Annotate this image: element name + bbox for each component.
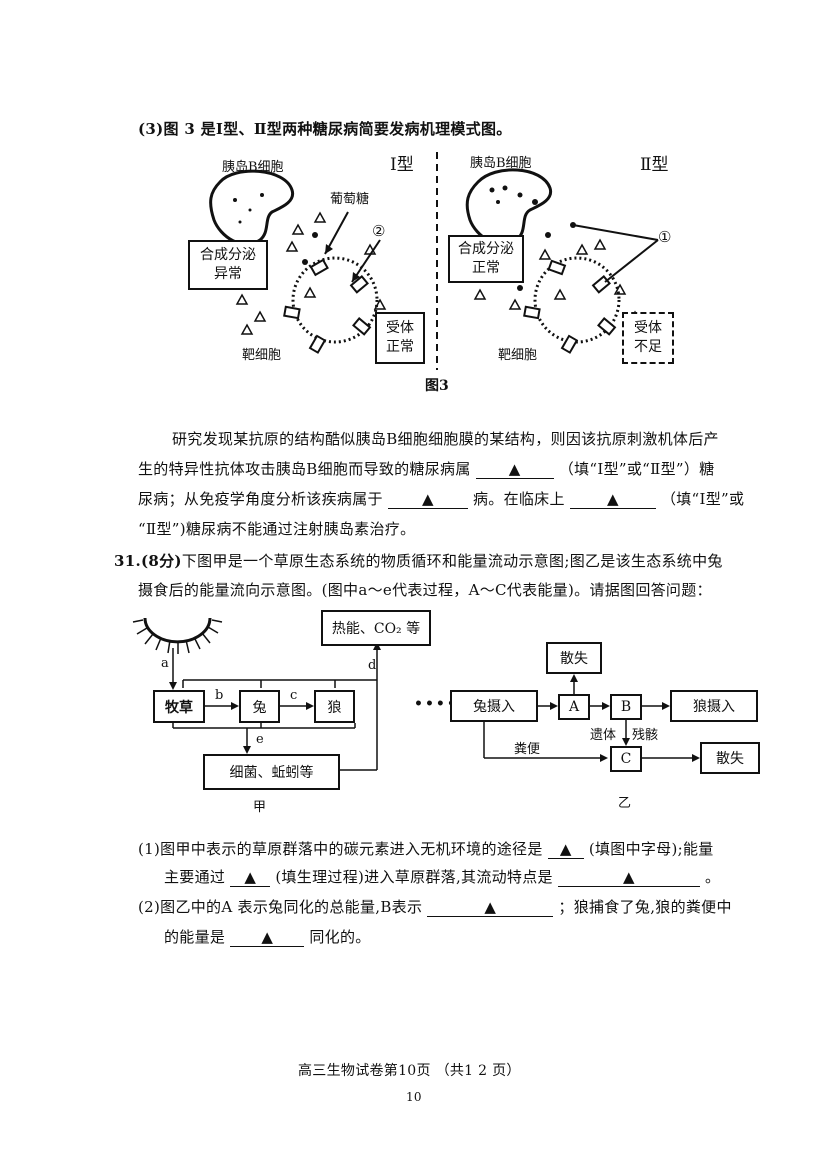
q31-sub1-text-c: 主要通过 xyxy=(164,868,226,886)
type1-secretion-box: 合成分泌 异常 xyxy=(188,240,268,290)
type1-title: Ⅰ型 xyxy=(390,155,414,175)
q31-blank-1[interactable]: ▲ xyxy=(547,840,584,859)
figure-3-caption: 图3 xyxy=(425,378,449,394)
q31-sub1-text-d: (填生理过程)进入草原群落,其流动特点是 xyxy=(275,868,553,886)
q31-sub1-line1: (1)图甲中表示的草原群落中的碳元素进入无机环境的途径是 ▲ (填图中字母);能… xyxy=(138,838,714,859)
q30-para-line2-text-b: （填“Ⅰ型”或“Ⅱ型”）糖 xyxy=(558,460,715,478)
box-B: B xyxy=(610,694,642,720)
figure-jia: 热能、CO₂ 等 牧草 兔 狼 细菌、蚯蚓等 a b c d e 甲 xyxy=(125,600,445,815)
glucose-label: 葡萄糖 xyxy=(330,192,370,207)
label-d: d xyxy=(368,658,377,673)
type2-receptor-line2: 不足 xyxy=(634,339,662,355)
type1-receptor-line1: 受体 xyxy=(386,320,414,336)
type1-circle-mark: ② xyxy=(372,222,386,240)
wolf-box: 狼 xyxy=(314,690,355,723)
grass-box: 牧草 xyxy=(153,690,205,723)
type1-secretion-line1: 合成分泌 xyxy=(200,247,256,263)
label-c: c xyxy=(290,688,298,703)
box-C: C xyxy=(610,746,642,772)
type2-secretion-line1: 合成分泌 xyxy=(458,241,514,257)
yi-dots: •••• xyxy=(414,696,458,712)
type2-receptor-line1: 受体 xyxy=(634,320,662,336)
q31-sub1-text-b: (填图中字母);能量 xyxy=(588,840,714,858)
q30-para-line3-text-c: （填“Ⅰ型”或 xyxy=(660,490,745,508)
type2-secretion-box: 合成分泌 正常 xyxy=(448,235,524,283)
decomposer-box: 细菌、蚯蚓等 xyxy=(203,754,340,790)
q30-para-line3-text-b: 病。在临床上 xyxy=(472,490,565,508)
q31-sub2-line2: 的能量是 ▲ 同化的。 xyxy=(164,926,371,947)
q30-para-line3-text-a: 尿病；从免疫学角度分析该疾病属于 xyxy=(138,490,383,508)
figure-3: 胰岛B细胞 Ⅰ型 葡萄糖 ② 合成分泌 异常 靶细胞 受体 正常 胰岛B细胞 Ⅱ… xyxy=(180,140,700,400)
q31-blank-3[interactable]: ▲ xyxy=(557,868,700,887)
type1-beta-cell-label: 胰岛B细胞 xyxy=(222,160,284,175)
feces-label: 粪便 xyxy=(514,742,541,757)
q30-blank-1[interactable]: ▲ xyxy=(475,460,554,479)
q31-stem-line1: 31.(8分)下图甲是一个草原生态系统的物质循环和能量流动示意图;图乙是该生态系… xyxy=(114,550,723,571)
q30-para-line1: 研究发现某抗原的结构酷似胰岛B细胞细胞膜的某结构，则因该抗原刺激机体后产 xyxy=(172,430,719,448)
type1-receptor-box: 受体 正常 xyxy=(375,312,425,364)
figure-yi-label: 乙 xyxy=(618,796,632,811)
q30-para-line2-text-a: 生的特异性抗体攻击胰岛B细胞而导致的糖尿病属 xyxy=(138,460,471,478)
figure-yi: •••• 兔摄入 A B 散失 狼摄入 C 散失 遗体 残骸 粪便 乙 xyxy=(410,632,770,812)
q31-sub2-text-c: 的能量是 xyxy=(164,928,226,946)
footer-page-text: 高三生物试卷第10页 （共1 2 页） xyxy=(298,1063,521,1079)
q31-sub2-text-a: (2)图乙中的A 表示兔同化的总能量,B表示 xyxy=(138,898,423,916)
wolf-intake-box: 狼摄入 xyxy=(670,690,758,722)
q31-sub2-text-d: 同化的。 xyxy=(309,928,371,946)
lost-bottom-box: 散失 xyxy=(700,742,760,774)
remains-label: 遗体 xyxy=(590,728,617,743)
q30-blank-2[interactable]: ▲ xyxy=(387,490,468,509)
figure-3-drawing xyxy=(209,152,659,370)
label-b: b xyxy=(215,688,224,703)
q30-para-line3: 尿病；从免疫学角度分析该疾病属于 ▲ 病。在临床上 ▲ （填“Ⅰ型”或 xyxy=(138,488,744,509)
q31-stem-line2: 摄食后的能量流向示意图。(图中a～e代表过程，A～C代表能量)。请据图回答问题： xyxy=(138,581,712,599)
q31-sub1-line2: 主要通过 ▲ (填生理过程)进入草原群落,其流动特点是 ▲ 。 xyxy=(164,866,720,887)
type1-secretion-line2: 异常 xyxy=(214,266,242,282)
label-e: e xyxy=(256,732,264,747)
q31-stem-text1: 下图甲是一个草原生态系统的物质循环和能量流动示意图;图乙是该生态系统中兔 xyxy=(181,552,723,570)
q31-sub2-line1: (2)图乙中的A 表示兔同化的总能量,B表示 ▲ ；狼捕食了兔,狼的粪便中 xyxy=(138,896,732,917)
footer-page-number: 10 xyxy=(406,1090,422,1104)
box-A: A xyxy=(558,694,590,720)
debris-label: 残骸 xyxy=(632,728,659,743)
type2-title: Ⅱ型 xyxy=(640,155,669,175)
q30-para-line4: “Ⅱ型”)糖尿病不能通过注射胰岛素治疗。 xyxy=(138,520,416,538)
type2-target-cell-label: 靶细胞 xyxy=(498,348,538,363)
q31-sub2-text-b: ；狼捕食了兔,狼的粪便中 xyxy=(558,898,732,916)
q31-blank-5[interactable]: ▲ xyxy=(230,928,305,947)
type2-secretion-line2: 正常 xyxy=(472,260,500,276)
label-a: a xyxy=(161,656,169,671)
type1-receptor-line2: 正常 xyxy=(386,339,414,355)
type2-beta-cell-label: 胰岛B细胞 xyxy=(470,156,532,171)
q31-sub1-text-e: 。 xyxy=(705,868,721,886)
q31-sub1-text-a: (1)图甲中表示的草原群落中的碳元素进入无机环境的途径是 xyxy=(138,840,543,858)
lost-top-box: 散失 xyxy=(546,642,602,674)
q31-blank-2[interactable]: ▲ xyxy=(230,868,271,887)
type1-target-cell-label: 靶细胞 xyxy=(242,348,282,363)
heat-co2-box: 热能、CO₂ 等 xyxy=(321,610,431,646)
q31-points: (8分) xyxy=(141,552,182,570)
rabbit-box: 兔 xyxy=(239,690,280,723)
q31-number: 31. xyxy=(114,552,141,570)
q31-blank-4[interactable]: ▲ xyxy=(427,898,554,917)
rabbit-intake-box: 兔摄入 xyxy=(450,690,538,722)
type2-receptor-box: 受体 不足 xyxy=(622,312,674,364)
type2-circle-mark: ① xyxy=(658,228,672,246)
figure-jia-label: 甲 xyxy=(253,800,267,815)
figure-jia-drawing xyxy=(132,617,381,771)
q30-blank-3[interactable]: ▲ xyxy=(569,490,656,509)
q30-para-line2: 生的特异性抗体攻击胰岛B细胞而导致的糖尿病属 ▲ （填“Ⅰ型”或“Ⅱ型”）糖 xyxy=(138,458,714,479)
q30-part3-intro: (3)图 3 是Ⅰ型、Ⅱ型两种糖尿病简要发病机理模式图。 xyxy=(138,120,512,138)
figure-yi-drawing xyxy=(483,674,700,762)
